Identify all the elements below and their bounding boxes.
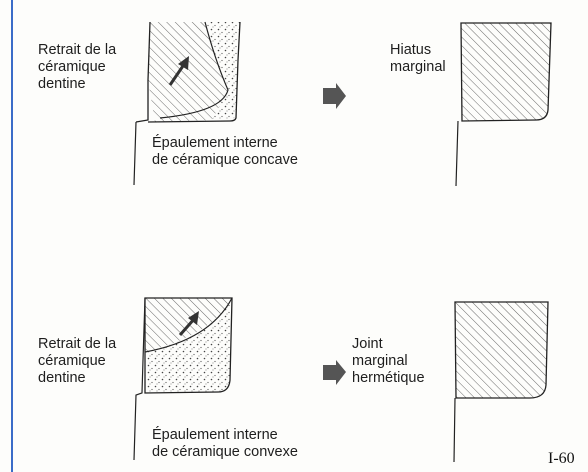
- caption-concave: Épaulement interne de céramique concave: [152, 135, 298, 169]
- shrinkage-label-bottom: Retrait de la céramique dentine: [38, 336, 116, 387]
- label-line: Joint: [352, 336, 383, 352]
- tooth-root-line: [453, 397, 456, 463]
- caption-line: de céramique concave: [152, 152, 298, 168]
- gap-label: Hiatus marginal: [390, 42, 446, 76]
- caption-line: Épaulement interne: [152, 427, 278, 443]
- diagonal-arrow-icon: [168, 56, 189, 86]
- crown-convex-after: [453, 301, 549, 463]
- caption-line: de céramique convexe: [152, 444, 298, 460]
- right-arrow-icon: [323, 83, 346, 109]
- seal-label: Joint marginal hermétique: [352, 336, 425, 387]
- label-line: Hiatus: [390, 42, 432, 58]
- tooth-root-line: [133, 121, 137, 186]
- caption-convex: Épaulement interne de céramique convexe: [152, 427, 298, 461]
- label-line: céramique: [38, 59, 106, 75]
- label-line: dentine: [38, 370, 86, 386]
- label-line: Retrait de la: [38, 336, 117, 352]
- crown-convex-before: [133, 297, 233, 461]
- ceramic-stippled-region: [145, 298, 232, 393]
- convex-interface-line: [144, 297, 233, 353]
- tooth-root-line: [133, 297, 146, 461]
- label-line: marginal: [390, 59, 446, 75]
- label-line: hermétique: [352, 370, 425, 386]
- dentin-hatched-region: [455, 302, 548, 398]
- page-reference: I-60: [548, 450, 575, 467]
- concave-interface-line: [159, 21, 229, 119]
- label-line: Retrait de la: [38, 42, 117, 58]
- tooth-root-line: [455, 120, 459, 187]
- label-line: dentine: [38, 76, 86, 92]
- diagonal-arrow-icon: [178, 311, 199, 336]
- label-line: marginal: [352, 353, 408, 369]
- dentin-hatched-region: [461, 23, 551, 121]
- crown-concave-after: [455, 22, 552, 187]
- crown-concave-before: [133, 21, 241, 186]
- caption-line: Épaulement interne: [152, 135, 278, 151]
- label-line: céramique: [38, 353, 106, 369]
- right-arrow-icon: [323, 360, 346, 385]
- dentin-hatched-region: [148, 22, 228, 122]
- ceramic-stippled-region: [205, 22, 240, 120]
- shrinkage-label-top: Retrait de la céramique dentine: [38, 42, 116, 93]
